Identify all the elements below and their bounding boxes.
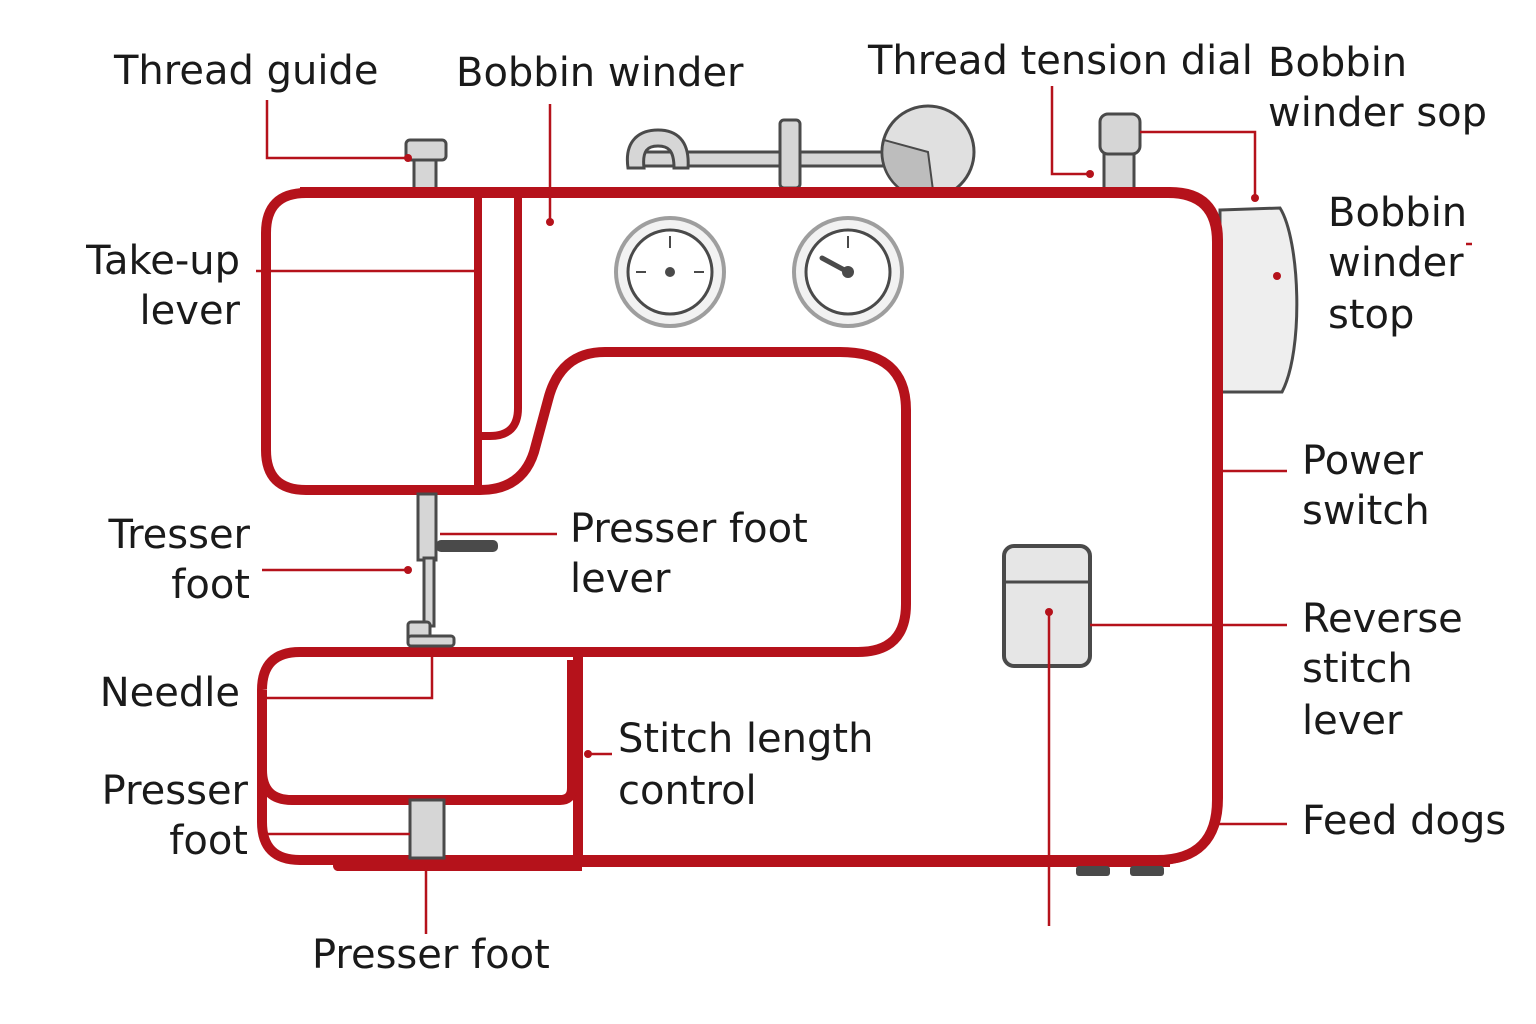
label-stitch-length-control-2: control <box>618 768 757 814</box>
machine-foot-2 <box>1130 866 1164 876</box>
label-presser-foot-left-1: Presser <box>102 768 249 814</box>
label-thread-tension-dial: Thread tension dial <box>867 38 1253 84</box>
leader-lines <box>256 86 1472 934</box>
label-take-up-lever-1: Take-up <box>85 238 240 284</box>
label-bobbin-winder-sop-1: Bobbin <box>1268 40 1407 86</box>
thread-tension-post <box>1098 112 1142 194</box>
sewing-machine-illustration <box>257 104 1299 876</box>
label-power-switch-1: Power <box>1302 438 1423 484</box>
dial-left <box>614 216 726 328</box>
label-bobbin-winder-stop-2: winder <box>1328 240 1464 286</box>
bobbin-winder-assembly <box>625 104 976 200</box>
dial-right <box>792 216 904 328</box>
label-presser-foot-bottom: Presser foot <box>312 932 550 978</box>
label-needle: Needle <box>100 670 240 716</box>
label-reverse-stitch-lever-1: Reverse <box>1302 596 1463 642</box>
machine-foot-1 <box>1076 866 1110 876</box>
label-thread-guide: Thread guide <box>113 48 378 94</box>
thread-guide-post <box>404 138 448 194</box>
label-bobbin-winder-stop-3: stop <box>1328 292 1414 338</box>
label-power-switch-2: switch <box>1302 488 1430 534</box>
label-tresser-foot-1: Tresser <box>108 512 251 558</box>
labels: Thread guide Bobbin winder Thread tensio… <box>85 38 1506 978</box>
label-feed-dogs: Feed dogs <box>1302 798 1506 844</box>
presser-post <box>408 798 446 860</box>
label-presser-foot-lever-1: Presser foot <box>570 506 808 552</box>
label-presser-foot-left-2: foot <box>169 818 248 864</box>
label-bobbin-winder: Bobbin winder <box>456 50 744 96</box>
label-reverse-stitch-lever-2: stitch <box>1302 646 1413 692</box>
reverse-lever <box>1002 544 1092 668</box>
handwheel <box>1218 206 1299 394</box>
label-bobbin-winder-stop-1: Bobbin <box>1328 190 1467 236</box>
label-reverse-stitch-lever-3: lever <box>1302 698 1403 744</box>
needle-assembly <box>406 492 498 648</box>
label-take-up-lever-2: lever <box>140 288 241 334</box>
label-bobbin-winder-sop-2: winder sop <box>1268 90 1487 136</box>
label-tresser-foot-2: foot <box>171 562 250 608</box>
label-stitch-length-control-1: Stitch length <box>618 716 873 762</box>
label-presser-foot-lever-2: lever <box>570 556 671 602</box>
